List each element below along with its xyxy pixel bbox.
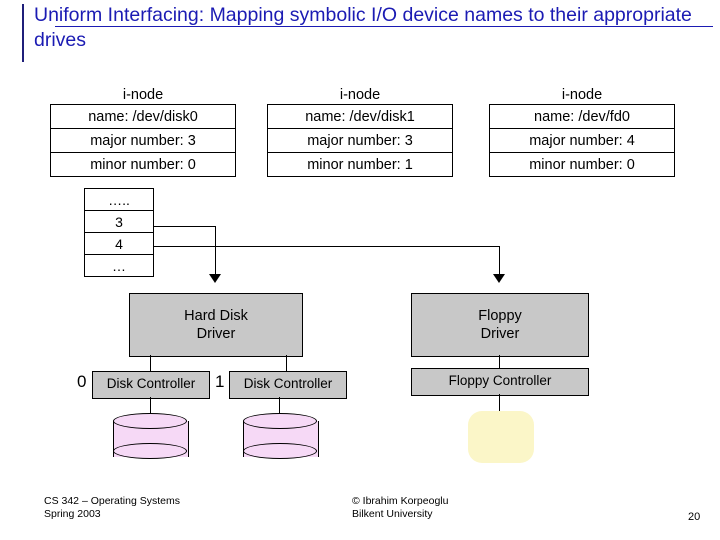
connector-hdd-to-ctrl1 (286, 355, 287, 371)
hard-disk-driver-label-line2: Driver (196, 326, 236, 342)
inode-table-0: name: /dev/disk0 major number: 3 minor n… (50, 104, 236, 177)
disk-top-ellipse-1 (243, 413, 317, 429)
table-row: minor number: 0 (50, 152, 236, 177)
inode-table-1: name: /dev/disk1 major number: 3 minor n… (267, 104, 453, 177)
floppy-controller[interactable]: Floppy Controller (411, 368, 589, 396)
table-row: 4 (84, 232, 154, 255)
inode-major-2: major number: 4 (489, 128, 675, 153)
hard-disk-driver-label-line1: Hard Disk (184, 308, 248, 324)
disk-device-1 (243, 413, 319, 463)
connector-major3-arrowhead (209, 274, 221, 283)
floppy-device (468, 411, 534, 463)
disk-bottom-ellipse-0 (113, 443, 187, 459)
table-row: major number: 4 (489, 128, 675, 153)
footer-copyright: © Ibrahim Korpeoglu (352, 495, 449, 507)
disk-controller-1[interactable]: Disk Controller (229, 371, 347, 399)
connector-major4-arrowhead (493, 274, 505, 283)
inode-minor-0: minor number: 0 (50, 152, 236, 177)
inode-block-disk0: i-node name: /dev/disk0 major number: 3 … (50, 86, 236, 177)
controller-index-0: 0 (77, 372, 87, 391)
inode-block-fd0: i-node name: /dev/fd0 major number: 4 mi… (489, 86, 675, 177)
footer-center: © Ibrahim Korpeoglu Bilkent University (352, 495, 448, 521)
table-row: name: /dev/disk1 (267, 104, 453, 129)
inode-header-2: i-node (561, 87, 603, 103)
floppy-driver-label-line2: Driver (480, 326, 520, 342)
table-row: 3 (84, 210, 154, 233)
inode-name-2: name: /dev/fd0 (489, 104, 675, 129)
inode-header-1: i-node (339, 87, 381, 103)
connector-floppy-to-ctrl (499, 355, 500, 371)
page-title: Uniform Interfacing: Mapping symbolic I/… (34, 4, 692, 51)
connector-major3-horizontal (154, 226, 216, 227)
footer-term: Spring 2003 (44, 508, 101, 520)
disk-controller-0[interactable]: Disk Controller (92, 371, 210, 399)
footer-university: Bilkent University (352, 508, 433, 520)
table-row: major number: 3 (50, 128, 236, 153)
inode-minor-2: minor number: 0 (489, 152, 675, 177)
major-number-table: ….. 3 4 … (84, 188, 154, 277)
inode-name-1: name: /dev/disk1 (267, 104, 453, 129)
title-bar: Uniform Interfacing: Mapping symbolic I/… (22, 4, 713, 62)
major-row-3: … (84, 254, 154, 277)
inode-minor-1: minor number: 1 (267, 152, 453, 177)
controller-index-1: 1 (215, 372, 225, 391)
inode-block-disk1: i-node name: /dev/disk1 major number: 3 … (267, 86, 453, 177)
footer-left: CS 342 – Operating Systems Spring 2003 (44, 495, 180, 521)
footer-course: CS 342 – Operating Systems (44, 495, 180, 507)
inode-table-2: name: /dev/fd0 major number: 4 minor num… (489, 104, 675, 177)
connector-hdd-to-ctrl0 (150, 355, 151, 371)
inode-major-0: major number: 3 (50, 128, 236, 153)
connector-major4-vertical (499, 246, 500, 275)
disk-device-0 (113, 413, 189, 463)
major-row-1: 3 (84, 210, 154, 233)
floppy-driver-label-line1: Floppy (478, 308, 522, 324)
major-row-2: 4 (84, 232, 154, 255)
inode-header-0: i-node (122, 87, 164, 103)
table-row: name: /dev/fd0 (489, 104, 675, 129)
connector-ctrl1-to-disk1 (279, 397, 280, 413)
table-row: name: /dev/disk0 (50, 104, 236, 129)
connector-major3-vertical (215, 226, 216, 275)
table-row: minor number: 1 (267, 152, 453, 177)
floppy-driver-box[interactable]: Floppy Driver (411, 293, 589, 357)
table-row: major number: 3 (267, 128, 453, 153)
page-number: 20 (688, 511, 701, 523)
title-underline (55, 26, 713, 27)
inode-major-1: major number: 3 (267, 128, 453, 153)
disk-top-ellipse-0 (113, 413, 187, 429)
disk-bottom-ellipse-1 (243, 443, 317, 459)
table-row: ….. (84, 188, 154, 211)
table-row: minor number: 0 (489, 152, 675, 177)
major-row-0: ….. (84, 188, 154, 211)
inode-name-0: name: /dev/disk0 (50, 104, 236, 129)
connector-ctrl0-to-disk0 (150, 397, 151, 413)
connector-major4-horizontal (154, 246, 500, 247)
hard-disk-driver-box[interactable]: Hard Disk Driver (129, 293, 303, 357)
connector-ctrl-to-floppy (499, 394, 500, 412)
table-row: … (84, 254, 154, 277)
